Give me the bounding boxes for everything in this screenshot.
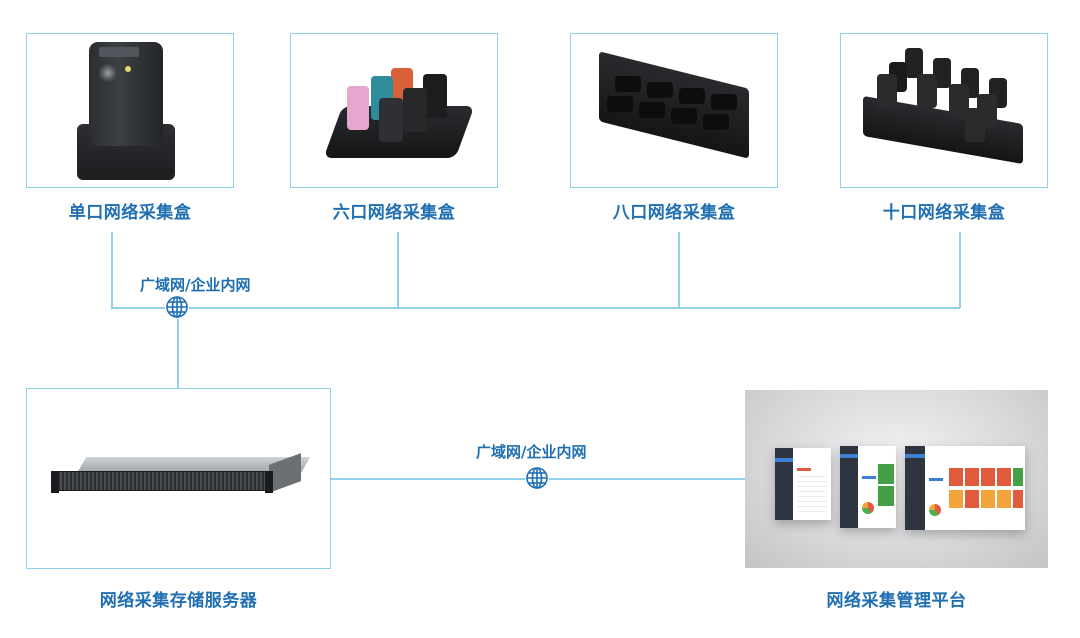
status-pie-chart [929,504,941,516]
charging-slot [679,88,705,104]
alert-tile [997,468,1011,486]
warning-tile [997,490,1011,508]
wan-intranet-label-middle: 广域网/企业内网 [476,443,587,461]
filter-button [929,478,943,481]
camera-slot [379,98,403,142]
alert-tile [1013,490,1023,508]
charging-slot [671,108,697,124]
connector-eight [678,232,680,308]
ten-port-collector-label: 十口网络采集盒 [882,203,1006,223]
camera-screen [99,47,139,57]
status-pie-chart [862,502,874,514]
eight-port-collector-frame [570,33,778,188]
charging-slot [703,114,729,130]
dashboard-screen-green [840,446,896,528]
action-buttons [797,468,811,471]
warning-tile [949,490,963,508]
status-tile-green [878,486,894,506]
ok-tile [1013,468,1023,486]
camera-slot [403,88,427,132]
six-port-collector-label: 六口网络采集盒 [332,203,456,223]
connector-single [111,232,113,308]
camera-slot [347,86,369,130]
alert-tile [949,468,963,486]
camera-lens-icon [99,64,117,82]
dashboard-screen-alerts [905,446,1025,530]
charging-slot [607,96,633,112]
eight-port-collector-label: 八口网络采集盒 [612,203,736,223]
connector-ten [959,232,961,308]
camera-slot [877,74,897,108]
single-port-collector-frame [26,33,234,188]
alert-tile [965,468,979,486]
charging-slot [647,82,673,98]
top-network-bus [111,307,960,309]
charging-slot [711,94,737,110]
camera-slot [933,58,951,88]
globe-icon [165,295,189,319]
server-rack-ear [51,471,59,493]
eight-port-collector-image [571,34,776,186]
server-front-vent [57,471,269,491]
status-tile-green [878,464,894,484]
nav-active-item [905,454,925,458]
alert-tile [981,468,995,486]
camera-slot [905,48,923,78]
alert-tile [965,490,979,508]
single-port-collector-label: 单口网络采集盒 [68,203,192,223]
nav-sidebar [905,446,925,530]
nav-active-item [775,458,793,462]
globe-icon [525,466,549,490]
management-platform-label: 网络采集管理平台 [826,591,967,611]
six-port-collector-frame [290,33,498,188]
server-rack-ear [265,471,273,493]
nav-sidebar [775,448,793,520]
camera-slot [917,74,937,108]
body-camera [89,42,163,146]
camera-slot [949,84,969,118]
nav-sidebar [840,446,858,528]
camera-led-icon [125,66,131,72]
camera-slot [423,74,447,118]
rack-server-image [51,453,311,497]
warning-tile [981,490,995,508]
management-dashboard-image [745,390,1048,568]
nav-active-item [840,454,858,458]
connector-bus-to-server [177,307,179,389]
table-rows [797,476,827,514]
connector-six [397,232,399,308]
storage-server-label: 网络采集存储服务器 [99,591,258,611]
filter-button [862,476,876,479]
charging-slot [639,102,665,118]
ten-port-collector-frame [840,33,1048,188]
wan-intranet-label-top: 广域网/企业内网 [140,276,251,294]
storage-server-frame [26,388,331,569]
dashboard-screen-table [775,448,831,520]
single-port-collector-image [27,34,232,186]
camera-slot [965,108,985,142]
charging-slot [615,76,641,92]
six-port-collector-image [291,34,496,186]
ten-port-collector-image [841,34,1046,186]
